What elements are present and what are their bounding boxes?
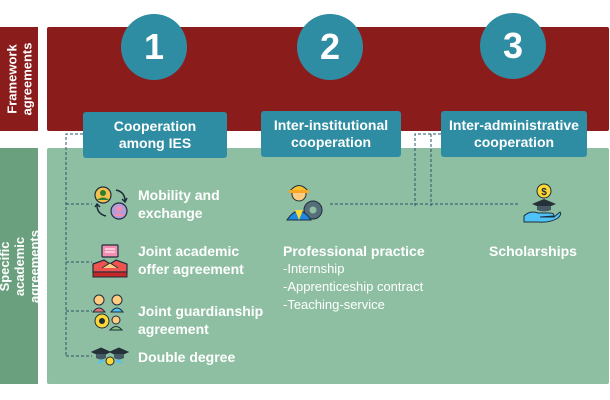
subitem-apprenticeship: -Apprenticeship contract bbox=[283, 279, 424, 294]
category-label: Inter-institutional cooperation bbox=[273, 117, 389, 150]
subitem-internship: -Internship bbox=[283, 261, 345, 276]
category-label: Cooperation among IES bbox=[113, 118, 197, 151]
framework-side-label: Framework agreements bbox=[0, 27, 38, 131]
scholarship-coin-hand-icon: $ bbox=[520, 182, 564, 229]
item-double-degree: Double degree bbox=[138, 349, 236, 365]
graduation-caps-icon bbox=[90, 343, 130, 372]
number-circle-1: 1 bbox=[121, 14, 187, 80]
handshake-icon bbox=[90, 242, 130, 285]
number-circle-3: 3 bbox=[480, 13, 546, 79]
category-cooperation-among-ies: Cooperation among IES bbox=[83, 112, 227, 158]
item-joint-academic-offer: Joint academic offer agreement bbox=[138, 243, 244, 277]
subitem-teaching-service: -Teaching-service bbox=[283, 297, 385, 312]
specific-side-label: Specific academic agreements bbox=[0, 148, 42, 384]
number-circle-2: 2 bbox=[297, 14, 363, 80]
category-label: Inter-administrative cooperation bbox=[449, 117, 579, 150]
item-joint-guardianship: Joint guardianship agreement bbox=[138, 303, 264, 337]
category-inter-administrative: Inter-administrative cooperation bbox=[441, 111, 587, 157]
exchange-people-icon bbox=[92, 184, 130, 227]
item-scholarships: Scholarships bbox=[489, 243, 577, 259]
svg-text:$: $ bbox=[541, 187, 547, 198]
guardianship-icon bbox=[90, 292, 128, 337]
worker-gear-icon bbox=[283, 180, 323, 227]
item-professional-practice: Professional practice bbox=[283, 243, 425, 259]
connector-col3-left bbox=[414, 133, 441, 206]
connector-col1-vertical bbox=[65, 133, 83, 356]
item-mobility-exchange: Mobility and exchange bbox=[138, 187, 220, 221]
category-inter-institutional: Inter-institutional cooperation bbox=[261, 111, 401, 157]
specific-panel bbox=[47, 148, 609, 384]
